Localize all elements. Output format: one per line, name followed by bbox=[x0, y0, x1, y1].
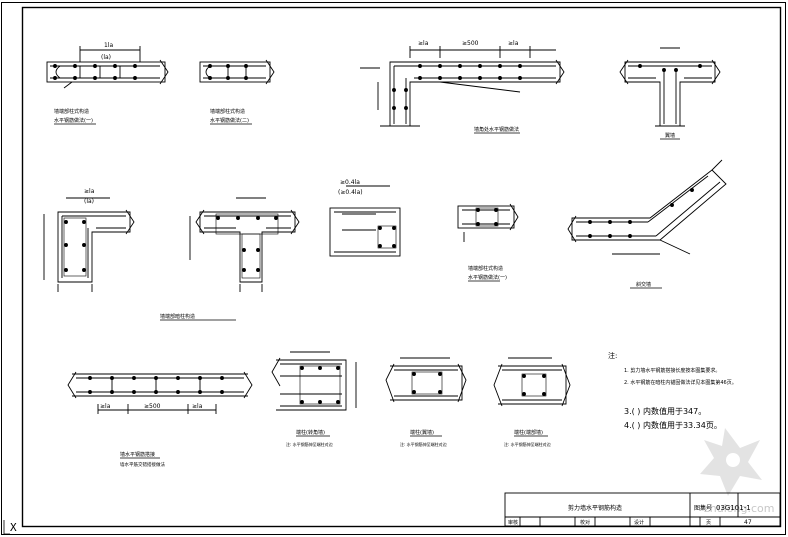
caption-text: 水平钢筋做法(一) bbox=[54, 117, 93, 124]
caption-text: 斜交墙 bbox=[636, 281, 651, 288]
detail-end-column-end bbox=[493, 357, 571, 407]
caption-text: 墙水平钢筋搭接 bbox=[120, 451, 155, 458]
detail-skew-wall bbox=[567, 159, 727, 255]
caption-text: 端柱(翼墙) bbox=[410, 429, 434, 436]
detail-horizontal-splice bbox=[67, 371, 253, 414]
note-line: 1. 剪力墙水平钢筋搭接长度按本图集要求。 bbox=[624, 367, 720, 374]
caption-note: 注: 水平钢筋伸至端柱对边 bbox=[400, 441, 447, 447]
detail-tee-wall bbox=[619, 47, 721, 127]
caption-text: 水平钢筋做法(一) bbox=[468, 274, 507, 281]
dim-label: ≥la bbox=[418, 40, 429, 47]
caption-text: 墙端部柱式构造 bbox=[210, 108, 245, 115]
reviewer-label: 审核 bbox=[508, 519, 518, 526]
dim-label: 1la bbox=[104, 42, 113, 49]
detail-end-column-tee bbox=[385, 357, 467, 403]
detail-end-column-corner bbox=[271, 351, 357, 411]
checker-label: 校对 bbox=[580, 519, 590, 526]
dim-label: ≥la bbox=[192, 403, 203, 410]
detail-wall-end-1 bbox=[46, 46, 169, 89]
detail-wall-end-2 bbox=[199, 59, 275, 85]
origin-mark: X bbox=[10, 521, 17, 534]
notes-heading: 注: bbox=[608, 351, 617, 360]
atlas-number: 03G101-1 bbox=[716, 504, 751, 512]
dim-label: ≥500 bbox=[144, 403, 161, 410]
ucs-origin-icon bbox=[3, 520, 10, 535]
dim-label: ≥la bbox=[84, 188, 95, 195]
caption-text: 端柱(转角墙) bbox=[296, 429, 325, 436]
caption-note: 注: 水平钢筋伸至端柱对边 bbox=[286, 441, 333, 447]
dim-label: (la) bbox=[101, 54, 111, 61]
dim-label: ≥la bbox=[100, 403, 111, 410]
caption-text: 墙角处水平钢筋做法 bbox=[474, 126, 519, 133]
inner-frame bbox=[21, 6, 782, 528]
page-number: 47 bbox=[744, 519, 752, 526]
watermark-logo bbox=[700, 428, 762, 496]
drawing-title: 剪力墙水平钢筋构造 bbox=[568, 504, 622, 512]
watermark-text: zhulong.com bbox=[704, 502, 774, 515]
note-line: 2. 水平钢筋在暗柱内锚固做法详见本图集第46页。 bbox=[624, 379, 737, 386]
page-label: 页 bbox=[706, 520, 711, 526]
designer-label: 设计 bbox=[634, 519, 644, 526]
atlas-label: 图集号 bbox=[694, 504, 712, 512]
detail-tee-column bbox=[189, 197, 300, 292]
detail-corner-column bbox=[43, 197, 135, 292]
note-line: 4.( ) 内数值用于33.34页。 bbox=[624, 420, 722, 430]
caption-text: 水平钢筋做法(二) bbox=[210, 117, 249, 124]
detail-wall-column-section bbox=[329, 185, 401, 257]
detail-small-end bbox=[457, 203, 519, 242]
caption-text: 墙端部暗柱构造 bbox=[160, 313, 195, 320]
caption-text: 墙端部柱式构造 bbox=[54, 108, 89, 115]
caption-text: 墙端部柱式构造 bbox=[468, 265, 503, 272]
detail-corner bbox=[360, 46, 565, 127]
caption-text: 墙水平筋交错搭接做法 bbox=[120, 461, 165, 468]
dim-label: ≥0.4la bbox=[340, 179, 360, 186]
caption-text: 翼墙 bbox=[665, 132, 675, 139]
title-block bbox=[504, 492, 781, 527]
note-line: 3.( ) 内数值用于347。 bbox=[624, 406, 706, 416]
dim-label: ≥500 bbox=[462, 40, 479, 47]
caption-note: 注: 水平钢筋伸至端柱对边 bbox=[504, 441, 551, 447]
dim-label: (≥0.4la) bbox=[338, 189, 363, 196]
caption-text: 端柱(端部墙) bbox=[514, 429, 543, 436]
dim-label: (la) bbox=[84, 198, 94, 205]
dim-label: ≥la bbox=[508, 40, 519, 47]
